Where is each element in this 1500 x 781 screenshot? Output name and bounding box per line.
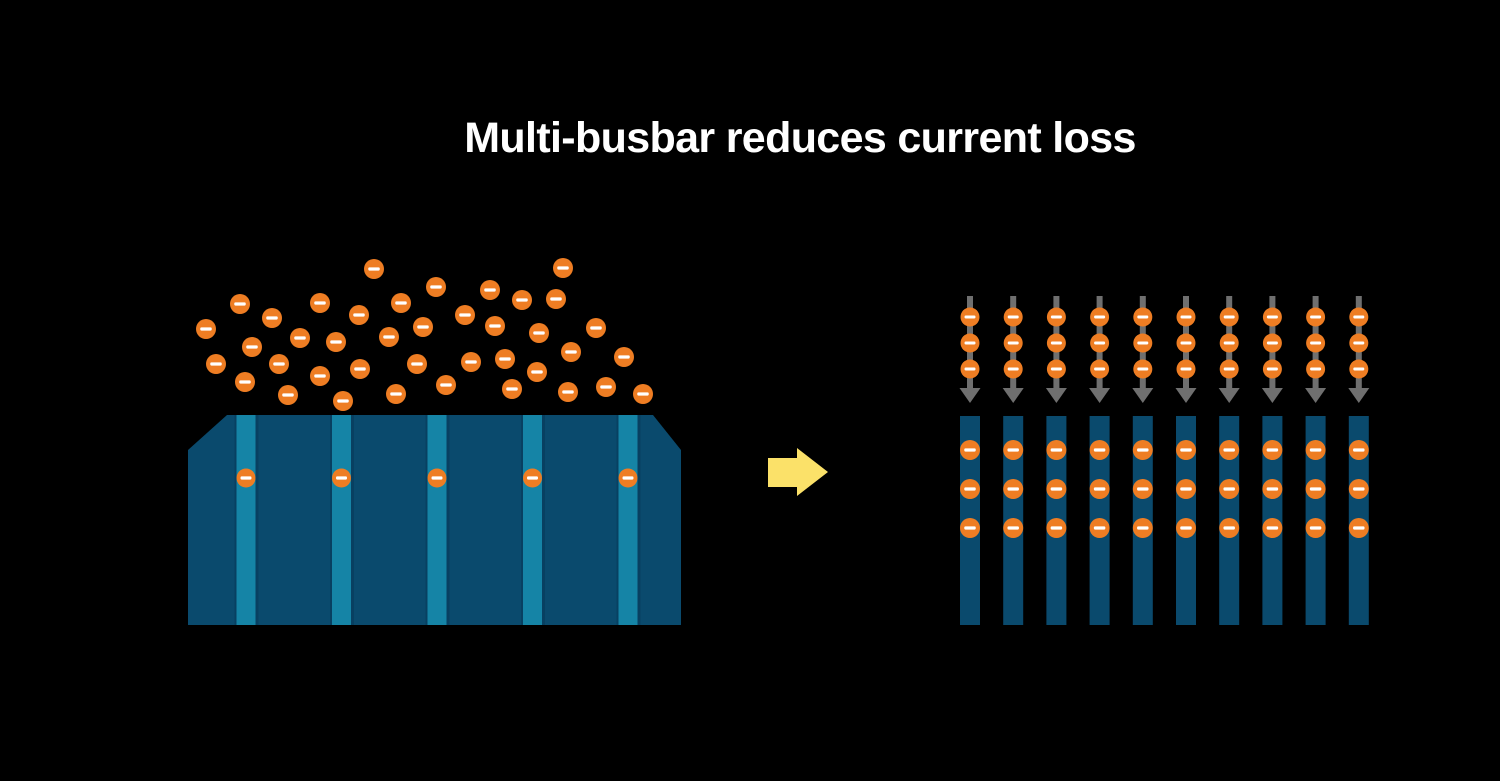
svg-text:Multi-busbar reduces current l: Multi-busbar reduces current loss [464,114,1135,162]
